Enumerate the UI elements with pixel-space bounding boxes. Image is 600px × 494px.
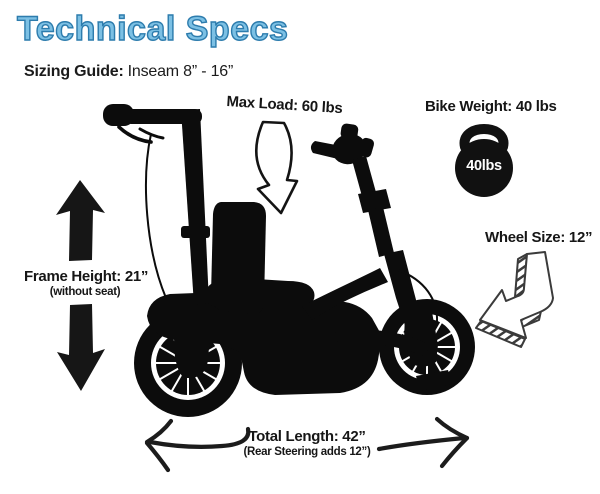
total-length-label: Total Length: 42” bbox=[248, 428, 366, 445]
body-deck bbox=[147, 291, 382, 395]
left-arrow-lower-barb bbox=[144, 440, 171, 473]
front-stem-joint bbox=[358, 189, 391, 213]
front-stem-upper bbox=[352, 156, 377, 200]
rear-handlebar bbox=[124, 109, 202, 124]
up-arrow-icon bbox=[56, 180, 105, 261]
sizing-guide-value: Inseam 8” - 16” bbox=[127, 63, 234, 80]
right-arrow-icon bbox=[376, 435, 467, 452]
wheel-size-arrow-icon bbox=[475, 251, 554, 348]
down-tube bbox=[335, 329, 428, 356]
down-arrow-icon bbox=[57, 304, 105, 391]
wheel-arrow-face bbox=[479, 251, 554, 339]
front-knob bbox=[340, 123, 359, 140]
front-knob-2 bbox=[358, 137, 375, 158]
kettlebell-weight-text: 40lbs bbox=[466, 158, 502, 174]
front-fork bbox=[384, 250, 430, 353]
sizing-guide-line: Sizing Guide:Inseam 8” - 16” bbox=[24, 63, 233, 81]
left-arrow-icon bbox=[147, 426, 251, 449]
wheel-size-label: Wheel Size: 12” bbox=[485, 229, 593, 246]
rear-post-clamp bbox=[181, 226, 210, 238]
front-head-blob bbox=[332, 133, 366, 165]
right-arrow-upper-barb bbox=[434, 416, 470, 441]
bike-weight-label: Bike Weight: 40 lbs bbox=[425, 98, 557, 115]
kettlebell-icon bbox=[455, 124, 513, 197]
frame-height-label: Frame Height: 21” bbox=[24, 268, 149, 285]
page-title: Technical Specs bbox=[16, 9, 289, 48]
rear-handlebar-grip bbox=[103, 104, 134, 126]
rear-brake-lever bbox=[117, 125, 153, 144]
trike-silhouette-icon bbox=[103, 104, 475, 417]
frame-height-arrows-icon bbox=[56, 180, 105, 391]
kettlebell-handle bbox=[459, 124, 509, 152]
max-load-arrow-icon bbox=[255, 120, 299, 215]
rear-steering-post bbox=[181, 109, 209, 305]
total-length-note: (Rear Steering adds 12”) bbox=[243, 446, 371, 458]
left-arrow-upper-barb bbox=[144, 418, 174, 445]
rear-brake-lever-2 bbox=[138, 127, 165, 140]
rear-brake-cable bbox=[145, 133, 167, 299]
top-tube bbox=[302, 268, 388, 320]
front-stem-lower bbox=[368, 207, 394, 257]
total-length-arrows-icon bbox=[144, 416, 470, 473]
right-arrow-lower-barb bbox=[439, 435, 470, 469]
kettlebell-body bbox=[455, 139, 513, 197]
seat-pan bbox=[204, 277, 315, 310]
sizing-guide-label: Sizing Guide: bbox=[24, 63, 124, 80]
wheel-arrow-hatch-side3 bbox=[475, 320, 526, 348]
frame-height-note: (without seat) bbox=[49, 286, 121, 298]
foot-step bbox=[416, 370, 452, 391]
front-brake-cable bbox=[397, 269, 439, 323]
